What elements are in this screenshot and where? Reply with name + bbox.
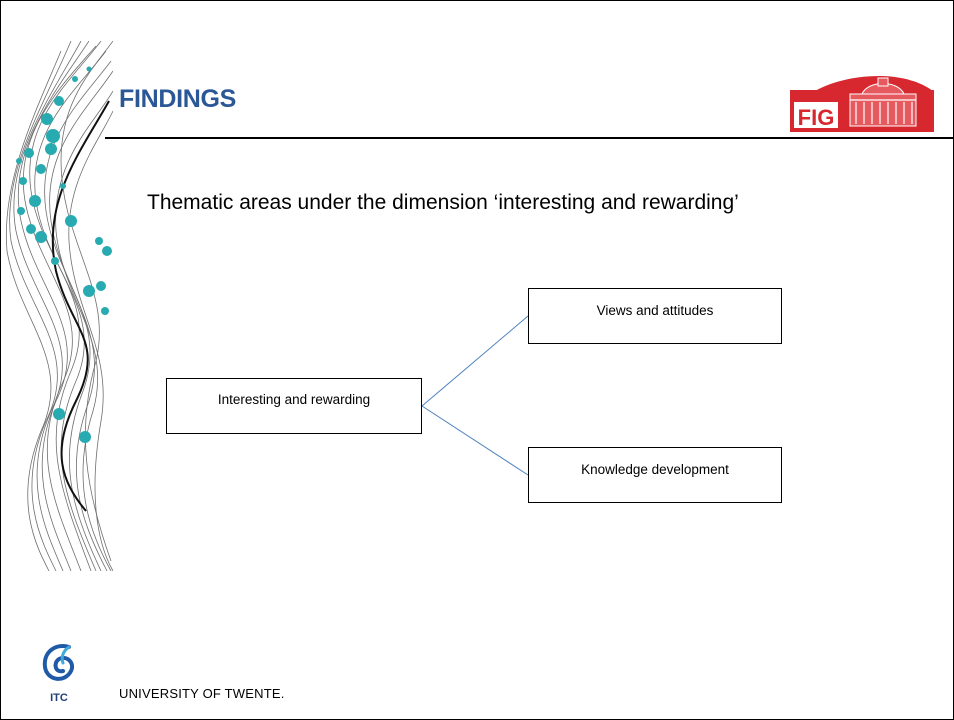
itc-logo-text: ITC — [50, 692, 68, 704]
connector-to-views — [421, 315, 529, 407]
fig-logo: FIG — [790, 76, 934, 132]
slide-title: FINDINGS — [119, 85, 237, 113]
fig-logo-text: FIG — [798, 105, 835, 130]
slide-subtitle: Thematic areas under the dimension ‘inte… — [147, 191, 739, 214]
branch-node-knowledge: Knowledge development — [528, 447, 782, 503]
title-divider — [105, 137, 953, 139]
branch-node-knowledge-label: Knowledge development — [581, 462, 729, 477]
branch-node-views-label: Views and attitudes — [596, 303, 714, 318]
connector-to-knowledge — [421, 405, 529, 476]
itc-logo: ITC — [42, 644, 74, 704]
decorative-lines-graphic — [5, 41, 113, 571]
university-name: UNIVERSITY OF TWENTE. — [119, 686, 285, 701]
branch-node-views: Views and attitudes — [528, 288, 782, 344]
root-node-label: Interesting and rewarding — [217, 392, 371, 407]
root-node: Interesting and rewarding — [166, 378, 422, 434]
